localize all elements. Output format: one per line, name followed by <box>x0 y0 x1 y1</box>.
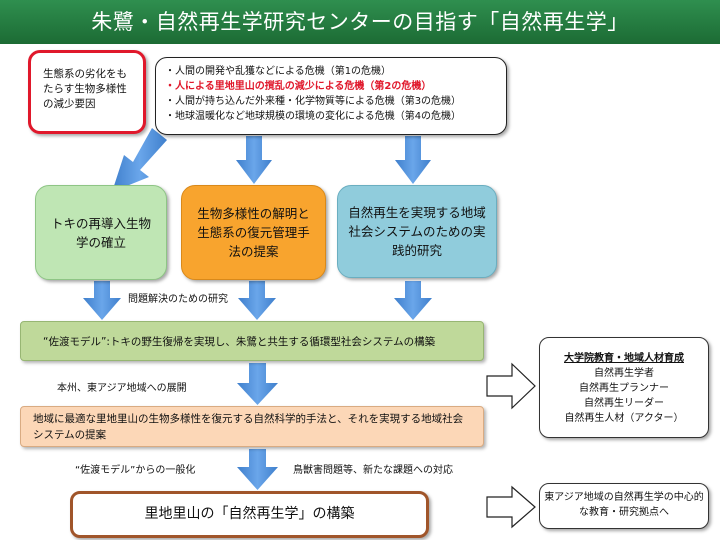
biodiversity-restoration-box: 生物多様性の解明と生態系の復元管理手法の提案 <box>181 185 326 280</box>
toki-reintroduction-box: トキの再導入生物学の確立 <box>35 185 167 280</box>
final-goal-text: 里地里山の「自然再生学」の構築 <box>144 506 355 522</box>
education-item: 自然再生リーダー <box>584 398 664 409</box>
arrow-teal-to-sado <box>394 281 432 320</box>
sado-model-text: “佐渡モデル”:トキの野生復帰を実現し、朱鷺と共生する循環型社会システムの構築 <box>43 336 436 348</box>
social-system-research-box: 自然再生を実現する地域社会システムのための実践的研究 <box>337 185 497 278</box>
expansion-label: 本州、東アジア地域への展開 <box>57 383 187 394</box>
page-title: 朱鷺・自然再生学研究センターの目指す「自然再生学」 <box>0 0 720 44</box>
crisis-item-3: ・人間が持ち込んだ外来種・化学物質等による危機（第3の危機） <box>165 96 462 107</box>
education-box: 大学院教育・地域人材育成 自然再生学者 自然再生プランナー 自然再生リーダー 自… <box>539 337 709 438</box>
crisis-item-4: ・地球温暖化など地球規模の環境の変化による危機（第4の危機） <box>165 111 462 122</box>
arrow-to-teal-box <box>395 136 431 184</box>
research-hub-text: 東アジア地域の自然再生学の中心的な教育・研究拠点へ <box>544 492 704 518</box>
generalization-label: “佐渡モデル”からの一般化 <box>75 465 196 476</box>
toki-reintroduction-text: トキの再導入生物学の確立 <box>50 215 151 250</box>
arrow-to-hub <box>486 485 536 529</box>
arrow-proposal-to-final <box>237 449 278 490</box>
decline-factor-text: 生態系の劣化をもたらす生物多様性の減少要因 <box>43 68 127 110</box>
arrow-sado-to-proposal <box>237 363 278 405</box>
education-heading: 大学院教育・地域人材育成 <box>564 353 684 364</box>
education-item: 自然再生人材（アクター） <box>564 413 684 424</box>
problem-solving-label: 問題解決のための研究 <box>128 294 228 305</box>
arrow-to-education <box>486 362 536 410</box>
research-hub-box: 東アジア地域の自然再生学の中心的な教育・研究拠点へ <box>539 483 709 529</box>
education-item: 自然再生プランナー <box>579 383 669 394</box>
arrow-to-green-box <box>112 128 167 192</box>
social-system-research-text: 自然再生を実現する地域社会システムのための実践的研究 <box>348 205 486 258</box>
proposal-text: 地域に最適な里地里山の生物多様性を復元する自然科学的手法と、それを実現する地域社… <box>33 413 464 441</box>
arrow-green-to-sado <box>83 281 121 320</box>
decline-factor-box: 生態系の劣化をもたらす生物多様性の減少要因 <box>28 50 146 134</box>
new-issues-label: 鳥獣害問題等、新たな課題への対応 <box>293 465 453 476</box>
final-goal-box: 里地里山の「自然再生学」の構築 <box>70 491 429 538</box>
sado-model-box: “佐渡モデル”:トキの野生復帰を実現し、朱鷺と共生する循環型社会システムの構築 <box>20 321 484 361</box>
arrow-orange-to-sado <box>238 281 276 320</box>
crisis-item-2: ・人による里地里山の撹乱の減少による危機（第2の危機） <box>165 81 432 92</box>
proposal-box: 地域に最適な里地里山の生物多様性を復元する自然科学的手法と、それを実現する地域社… <box>20 406 484 447</box>
biodiversity-restoration-text: 生物多様性の解明と生態系の復元管理手法の提案 <box>197 206 310 259</box>
crisis-list-box: ・人間の開発や乱獲などによる危機（第1の危機） ・人による里地里山の撹乱の減少に… <box>155 57 507 135</box>
crisis-item-1: ・人間の開発や乱獲などによる危機（第1の危機） <box>165 66 392 77</box>
education-item: 自然再生学者 <box>594 368 654 379</box>
arrow-to-orange-box <box>236 136 272 184</box>
